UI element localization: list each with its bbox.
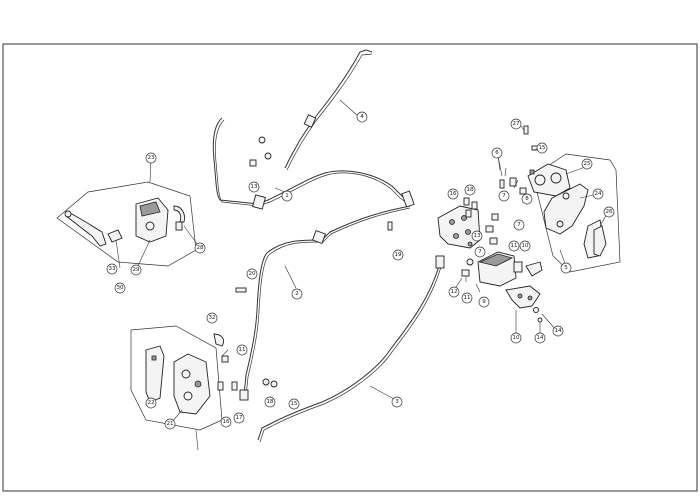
svg-text:6: 6 [495,150,499,156]
callout-7a: 7 [498,190,510,202]
callout-18b: 18 [464,184,476,196]
svg-text:18: 18 [467,187,474,193]
callout-26: 26 [603,206,615,218]
svg-text:14: 14 [537,335,544,341]
svg-text:17: 17 [236,415,243,421]
callout-20: 20 [246,268,258,280]
callout-14b: 14 [552,325,564,337]
svg-text:4: 4 [360,114,364,120]
callout-27: 27 [510,118,522,130]
svg-text:7: 7 [502,193,506,199]
svg-text:11: 11 [464,295,471,301]
svg-text:10: 10 [522,243,529,249]
callout-22: 22 [145,397,157,409]
callout-14a: 14 [534,332,546,344]
svg-text:25: 25 [584,161,591,167]
svg-text:24: 24 [595,191,602,197]
svg-text:10: 10 [513,335,520,341]
front-caliper-outline [130,325,223,431]
callout-2: 2 [291,288,303,300]
diagram-frame [2,43,698,492]
callout-30: 30 [114,282,126,294]
master-cylinder-outline [56,181,197,267]
callout-21: 21 [164,418,176,430]
svg-text:7: 7 [517,222,521,228]
callout-13b: 13 [248,181,260,193]
svg-text:26: 26 [606,209,613,215]
callout-9: 9 [478,296,490,308]
svg-text:16: 16 [450,191,457,197]
svg-text:14: 14 [555,328,562,334]
callout-11c: 11 [236,344,248,356]
brake-hoses [212,49,445,443]
svg-text:33: 33 [109,266,116,272]
svg-text:18: 18 [267,399,274,405]
svg-text:29: 29 [133,267,140,273]
svg-text:20: 20 [249,271,256,277]
callout-11b: 11 [508,240,520,252]
svg-text:13: 13 [251,184,258,190]
svg-text:12: 12 [451,289,458,295]
callout-7b: 7 [513,219,525,231]
svg-text:21: 21 [167,421,174,427]
svg-text:5: 5 [564,265,568,271]
callout-11a: 11 [461,292,473,304]
distribution-block [437,197,499,249]
svg-text:13: 13 [474,233,481,239]
callout-18a: 18 [264,396,276,408]
callout-33: 33 [106,263,118,275]
front-master-cylinder-group [56,181,197,267]
brake-hose-1 [212,117,411,205]
callout-3: 3 [391,396,403,408]
svg-text:2: 2 [295,291,299,297]
callout-32: 32 [206,312,218,324]
callout-29: 29 [130,264,142,276]
rear-caliper-outline [532,153,621,273]
callout-4: 4 [356,111,368,123]
brake-hose-4 [284,49,373,169]
svg-text:32: 32 [209,315,216,321]
svg-text:15: 15 [291,401,298,407]
callout-5: 5 [560,262,572,274]
callout-25: 25 [581,158,593,170]
svg-text:30: 30 [117,285,124,291]
callout-10a: 10 [519,240,531,252]
svg-text:19: 19 [395,252,402,258]
svg-text:23: 23 [148,155,155,161]
rear-caliper-group [497,125,621,273]
callout-16a: 16 [447,188,459,200]
svg-text:11: 11 [239,347,246,353]
svg-text:27: 27 [513,121,520,127]
svg-text:28: 28 [197,245,204,251]
callout-19: 19 [392,249,404,261]
svg-text:1: 1 [285,193,289,199]
svg-text:11: 11 [511,243,518,249]
svg-text:15: 15 [539,145,546,151]
callout-15a: 15 [536,142,548,154]
callout-1: 1 [281,190,293,202]
callout-13a: 13 [471,230,483,242]
svg-text:8: 8 [525,196,529,202]
callout-8: 8 [521,193,533,205]
front-caliper-group [130,136,393,431]
callout-16b: 16 [220,416,232,428]
abs-modulator [461,251,543,323]
callout-10b: 10 [510,332,522,344]
callout-6: 6 [491,147,503,159]
callout-24: 24 [592,188,604,200]
svg-text:22: 22 [148,400,155,406]
svg-text:16: 16 [223,419,230,425]
svg-text:3: 3 [395,399,399,405]
brake-hose-3 [257,261,441,441]
svg-text:7: 7 [478,249,482,255]
callout-23: 23 [145,152,157,164]
callout-28: 28 [194,242,206,254]
brake-hose-2 [243,205,411,396]
callout-17: 17 [233,412,245,424]
callout-7c: 7 [474,246,486,258]
callout-12: 12 [448,286,460,298]
callout-15b: 15 [288,398,300,410]
svg-text:9: 9 [482,299,486,305]
